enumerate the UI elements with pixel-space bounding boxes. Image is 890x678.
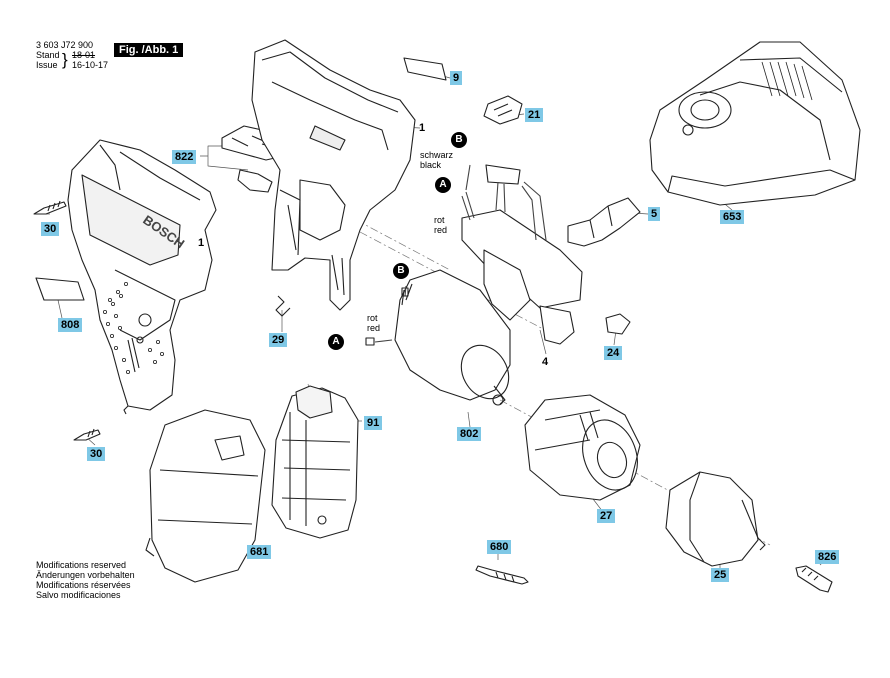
switch-module-4: [461, 164, 583, 345]
connector-b-upper: B: [451, 132, 467, 148]
part-label-826: 826: [815, 550, 840, 564]
connector-a-lower: A: [328, 334, 344, 350]
part-label-24: 24: [604, 346, 623, 360]
note-line: Modifications réservées: [36, 580, 131, 590]
connector-b-lower: B: [393, 263, 409, 279]
charger-653: [649, 41, 861, 206]
part-label-30-upper: 30: [41, 222, 60, 236]
wire-label-black: black: [420, 160, 442, 170]
brace: }: [62, 50, 68, 69]
screw-30-lower: [73, 428, 101, 441]
part-label-30-lower: 30: [87, 447, 106, 461]
wire-label-red-upper: red: [434, 225, 448, 235]
label-plate-808: [35, 277, 85, 301]
chuck-25: [665, 471, 766, 567]
note-line: Änderungen vorbehalten: [36, 570, 135, 580]
part-label-9: 9: [450, 71, 463, 85]
note-line: Salvo modificaciones: [36, 590, 121, 600]
stand-label: Stand: [36, 50, 60, 60]
part-24: [605, 313, 631, 335]
modification-notes: Modifications reserved Änderungen vorbeh…: [36, 560, 135, 600]
part-label-680: 680: [487, 540, 512, 554]
wire-label-rot-upper: rot: [434, 215, 445, 225]
battery-pack-91: [271, 385, 359, 539]
figure-label: Fig. /Abb. 1: [114, 43, 184, 57]
wire-label-schwarz: schwarz: [420, 150, 454, 160]
part-label-21: 21: [525, 108, 544, 122]
part-label-802: 802: [457, 427, 482, 441]
screw-30-upper: [33, 200, 67, 215]
left-housing: [67, 139, 217, 415]
part-9: [403, 57, 447, 81]
part-label-29: 29: [269, 333, 288, 347]
part-21: [483, 95, 523, 125]
part-label-91: 91: [364, 416, 383, 430]
part-label-808: 808: [58, 318, 83, 332]
part-label-1-left: 1: [198, 237, 205, 249]
spring-29: [275, 295, 291, 317]
note-line: Modifications reserved: [36, 560, 127, 570]
motor-802: [365, 269, 511, 406]
part-label-1-right: 1: [419, 122, 426, 134]
part-label-822: 822: [172, 150, 197, 164]
connector-a-upper: A: [435, 177, 451, 193]
bit-680: [475, 565, 529, 585]
battery-cover-681: [145, 409, 266, 583]
part-5: [567, 197, 641, 247]
part-label-5: 5: [648, 207, 661, 221]
document-number: 3 603 J72 900: [36, 40, 94, 50]
gearbox-27: [524, 394, 641, 501]
screw-826: [795, 565, 833, 593]
issue-label: Issue: [36, 60, 58, 70]
part-label-27: 27: [597, 509, 616, 523]
part-label-681: 681: [247, 545, 272, 559]
stand-value: 18-01: [72, 50, 96, 60]
wire-label-red-lower: red: [367, 323, 381, 333]
issue-value: 16-10-17: [72, 60, 109, 70]
part-label-4: 4: [542, 356, 549, 368]
part-label-25: 25: [711, 568, 730, 582]
wire-label-rot-lower: rot: [367, 313, 378, 323]
right-housing: [251, 39, 416, 311]
part-label-653: 653: [720, 210, 745, 224]
